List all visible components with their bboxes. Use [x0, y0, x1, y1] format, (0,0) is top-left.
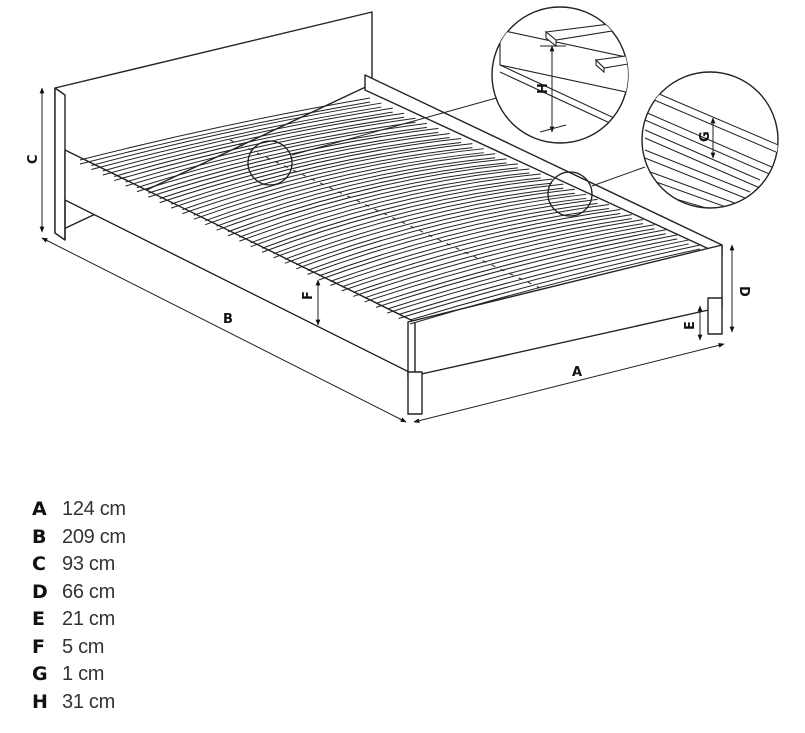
- slat: [91, 102, 382, 167]
- dim-line-a: [413, 342, 725, 424]
- slat: [409, 248, 701, 325]
- near-side-rail: [64, 149, 416, 376]
- dim-line-b: [41, 237, 407, 423]
- label-f: F: [301, 291, 316, 300]
- slat: [193, 152, 484, 220]
- label-b: B: [223, 312, 233, 327]
- slat: [159, 136, 450, 204]
- slat: [250, 177, 541, 248]
- slat: [102, 107, 393, 172]
- slat: [227, 163, 518, 233]
- slat: [148, 127, 439, 194]
- slat: [375, 229, 666, 304]
- bed-dimension-diagram: A B C D E F G H: [26, 6, 779, 424]
- slat: [102, 111, 393, 176]
- leg-front: [407, 371, 423, 415]
- slat: [136, 122, 427, 189]
- zoom-detail-g: [641, 71, 779, 209]
- slats: [79, 97, 701, 325]
- headboard-side: [54, 87, 66, 241]
- slat: [227, 167, 518, 237]
- slat: [148, 131, 439, 198]
- slat: [136, 126, 427, 193]
- slat: [79, 101, 371, 165]
- zoom-detail-h: [491, 6, 629, 144]
- slat: [239, 172, 530, 242]
- slat: [239, 168, 530, 238]
- slat: [182, 147, 473, 215]
- slat: [375, 233, 666, 308]
- label-a: A: [572, 365, 582, 380]
- slat: [193, 148, 484, 216]
- leg-right: [707, 297, 723, 335]
- slat: [182, 143, 473, 211]
- slat: [91, 106, 382, 171]
- slat: [79, 97, 371, 161]
- label-e: E: [683, 321, 698, 330]
- slat: [261, 178, 553, 249]
- slat: [398, 239, 689, 315]
- slat: [398, 243, 689, 319]
- slat: [159, 132, 450, 200]
- detail-circle-g: [547, 171, 593, 217]
- slat: [125, 117, 416, 183]
- detail-circle-h: [247, 140, 293, 186]
- label-c: C: [26, 154, 41, 164]
- label-h: H: [536, 83, 551, 94]
- label-d: D: [736, 286, 751, 297]
- slat: [387, 238, 678, 314]
- slat: [125, 121, 416, 187]
- slat: [250, 173, 541, 244]
- slat: [205, 153, 496, 222]
- slat: [216, 158, 507, 227]
- slat: [216, 162, 507, 231]
- slat: [113, 112, 405, 178]
- slat: [387, 234, 678, 310]
- label-g: G: [698, 131, 713, 142]
- slat: [409, 244, 701, 321]
- slat: [170, 142, 462, 209]
- slat: [205, 157, 496, 226]
- slat: [170, 138, 462, 205]
- center-support: [229, 139, 541, 289]
